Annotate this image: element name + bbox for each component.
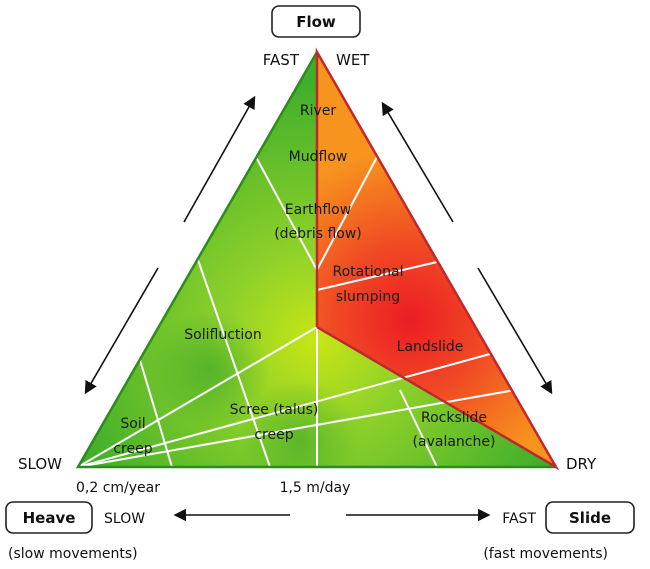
red-outline — [315, 47, 560, 471]
label-landslide: Landslide — [397, 339, 464, 355]
arrow-up-right — [381, 101, 454, 223]
label-rotational-2: slumping — [336, 289, 400, 305]
tick-left-label: 0,2 cm/year — [76, 480, 160, 496]
arrows — [84, 95, 553, 522]
corner-wet: WET — [336, 51, 370, 69]
tick-mid-label: 1,5 m/day — [280, 480, 351, 496]
axis-fast-label: FAST — [502, 511, 536, 527]
label-soil-2: creep — [113, 441, 152, 457]
flow-badge: Flow — [271, 5, 361, 38]
division-lines — [78, 156, 516, 467]
label-scree-1: Scree (talus) — [230, 402, 319, 418]
label-rockslide-2: (avalanche) — [413, 434, 496, 450]
corner-slow: SLOW — [18, 455, 62, 473]
arrow-down-left — [84, 267, 159, 395]
label-rockslide-1: Rockslide — [421, 410, 487, 426]
corner-fast: FAST — [263, 51, 300, 69]
label-solifluction: Solifluction — [184, 327, 261, 343]
label-soil-1: Soil — [120, 416, 145, 432]
svg-text:Flow: Flow — [296, 13, 336, 31]
arrow-down-right — [477, 267, 553, 395]
svg-text:Heave: Heave — [23, 509, 76, 527]
heave-note: (slow movements) — [8, 546, 138, 562]
axis-slow-label: SLOW — [104, 511, 145, 527]
triangle — [75, 47, 560, 471]
arrow-up-left — [183, 95, 256, 223]
slide-note: (fast movements) — [483, 546, 608, 562]
label-scree-2: creep — [254, 427, 293, 443]
label-earthflow-2: (debris flow) — [274, 226, 362, 242]
corner-dry: DRY — [566, 455, 597, 473]
label-river: River — [300, 103, 337, 119]
region-labels: River Mudflow Earthflow (debris flow) Ro… — [113, 103, 495, 457]
green-outline — [75, 51, 556, 469]
label-rotational-1: Rotational — [332, 264, 403, 280]
label-mudflow: Mudflow — [289, 149, 348, 165]
slide-badge: Slide — [545, 501, 635, 534]
heave-badge: Heave — [5, 501, 93, 534]
svg-text:Slide: Slide — [569, 509, 611, 527]
label-earthflow-1: Earthflow — [285, 202, 351, 218]
